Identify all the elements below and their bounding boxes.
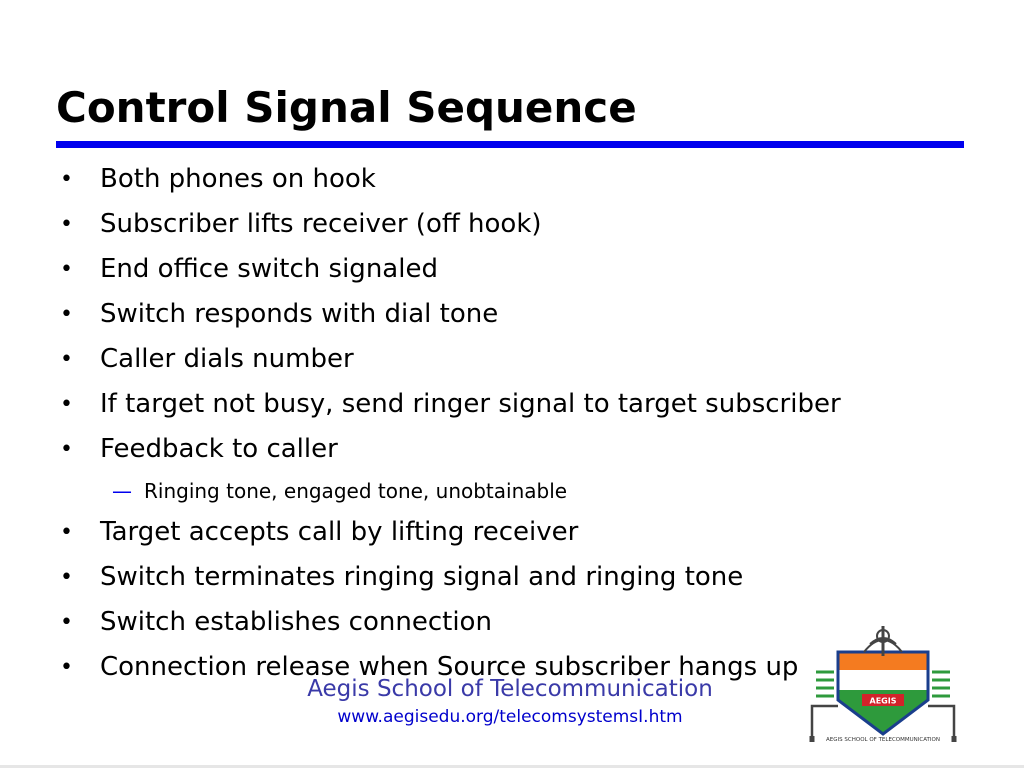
bottom-edge-line — [0, 765, 1024, 768]
bullet-text: Switch responds with dial tone — [100, 299, 499, 329]
bullet-text: Switch establishes connection — [100, 607, 492, 637]
shield-green-band — [838, 690, 928, 734]
stripes-left — [816, 670, 834, 698]
bullet-item: • Switch responds with dial tone — [60, 292, 1020, 337]
stripes-right — [932, 670, 950, 698]
bullet-list: • Both phones on hook • Subscriber lifts… — [60, 157, 1020, 690]
logo-badge-box — [862, 694, 904, 706]
bullet-item: • Subscriber lifts receiver (off hook) — [60, 202, 1020, 247]
footer-school-name: Aegis School of Telecommunication — [307, 676, 713, 702]
bullet-marker: • — [60, 437, 73, 462]
shield-white-band — [838, 670, 928, 690]
sub-bullet-text: Ringing tone, engaged tone, unobtainable — [144, 479, 568, 503]
bullet-text: Switch terminates ringing signal and rin… — [100, 562, 744, 592]
bullet-text: Caller dials number — [100, 344, 354, 374]
bullet-item: • End office switch signaled — [60, 247, 1020, 292]
dash-marker: — — [112, 479, 132, 503]
bullet-item: • Target accepts call by lifting receive… — [60, 510, 1020, 555]
bullet-marker: • — [60, 167, 73, 192]
wire-left — [810, 704, 838, 742]
shield-saffron-band — [838, 652, 928, 670]
bullet-text: Both phones on hook — [100, 164, 376, 194]
bullet-text: Feedback to caller — [100, 434, 338, 464]
antenna-ring — [876, 629, 890, 643]
sub-bullet-item: — Ringing tone, engaged tone, unobtainab… — [60, 472, 1020, 510]
wire-terminal-left — [809, 736, 815, 742]
logo-badge-text: AEGIS — [870, 697, 897, 706]
signal-waves — [863, 637, 903, 653]
bullet-marker: • — [60, 520, 73, 545]
bullet-text: End office switch signaled — [100, 254, 438, 284]
wire-terminal-right — [951, 736, 957, 742]
bullet-item: • Connection release when Source subscri… — [60, 645, 1020, 690]
bullet-item: • Caller dials number — [60, 337, 1020, 382]
bullet-text: Connection release when Source subscribe… — [100, 652, 799, 682]
bullet-item: • Both phones on hook — [60, 157, 1020, 202]
bullet-text: If target not busy, send ringer signal t… — [100, 389, 841, 419]
bullet-marker: • — [60, 610, 73, 635]
bullet-marker: • — [60, 212, 73, 237]
bullet-item: • Feedback to caller — [60, 427, 1020, 472]
bullet-text: Subscriber lifts receiver (off hook) — [100, 209, 542, 239]
bullet-marker: • — [60, 347, 73, 372]
shield-outline — [836, 650, 930, 736]
bullet-marker: • — [60, 565, 73, 590]
bullet-item: • Switch establishes connection — [60, 600, 1020, 645]
bullet-marker: • — [60, 257, 73, 282]
bullet-text: Target accepts call by lifting receiver — [100, 517, 579, 547]
bullet-item: • If target not busy, send ringer signal… — [60, 382, 1020, 427]
title-underline — [56, 141, 964, 148]
slide-title: Control Signal Sequence — [56, 83, 637, 132]
footer-url-link[interactable]: www.aegisedu.org/telecomsystemsI.htm — [337, 707, 683, 727]
bullet-marker: • — [60, 392, 73, 417]
aegis-shield-logo-icon: AEGIS AEGIS SCHOOL OF TELECOMMUNICATION — [809, 626, 957, 743]
wire-right — [928, 704, 956, 742]
bullet-marker: • — [60, 302, 73, 327]
bullet-item: • Switch terminates ringing signal and r… — [60, 555, 1020, 600]
bullet-marker: • — [60, 655, 73, 680]
logo-caption-text: AEGIS SCHOOL OF TELECOMMUNICATION — [826, 737, 940, 743]
